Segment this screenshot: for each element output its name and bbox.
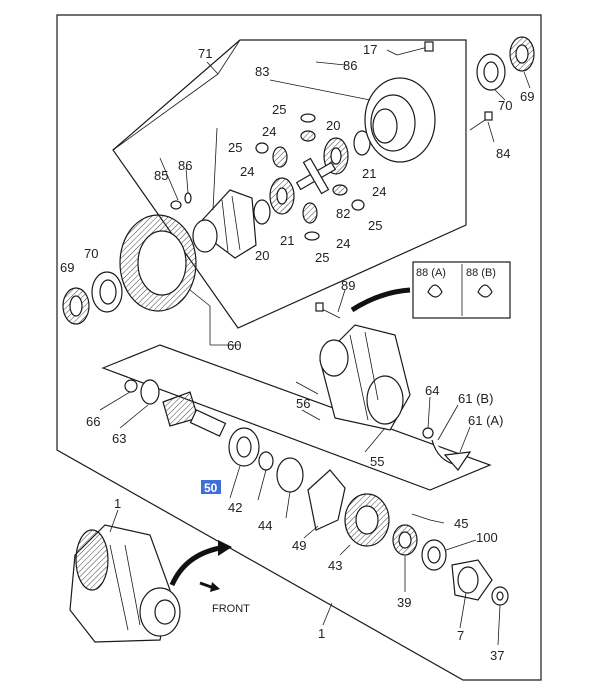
pinion-gear-24 [300, 130, 316, 142]
diff-case-flange [364, 77, 436, 163]
label-50: 50 [204, 481, 218, 495]
label-20-a: 20 [326, 118, 340, 133]
bolt-89 [315, 302, 341, 319]
label-70-right: 70 [498, 98, 512, 113]
label-21-b: 21 [280, 233, 294, 248]
washer-25b [255, 142, 269, 154]
label-20-b: 20 [255, 248, 269, 263]
pin-86 [184, 192, 192, 204]
gasket-49 [307, 469, 346, 531]
label-24-b: 24 [240, 164, 254, 179]
nut-37 [491, 586, 509, 606]
plate-88b [477, 284, 493, 298]
oring-44 [276, 457, 304, 493]
label-82: 82 [336, 206, 350, 221]
pin-85 [170, 200, 182, 210]
label-64: 64 [425, 383, 439, 398]
label-69-left: 69 [60, 260, 74, 275]
label-69-right: 69 [520, 89, 534, 104]
pinion-frame [101, 344, 492, 491]
differential-case-frame [112, 39, 467, 329]
leader-lines [99, 39, 531, 646]
label-43: 43 [328, 558, 342, 573]
nut-64 [422, 427, 434, 439]
right-bearing [476, 36, 535, 91]
label-49: 49 [292, 538, 306, 553]
bolt-17 [396, 41, 434, 56]
pinion-gear-24c [332, 184, 348, 196]
label-37: 37 [490, 648, 504, 663]
washer-25 [300, 113, 316, 123]
outer-frame [56, 14, 542, 681]
label-70-left: 70 [84, 246, 98, 261]
bearing-39 [392, 524, 418, 556]
label-39: 39 [397, 595, 411, 610]
label-83: 83 [255, 64, 269, 79]
label-60: 60 [227, 338, 241, 353]
label-45: 45 [454, 516, 468, 531]
label-24-c: 24 [372, 184, 386, 199]
carrier-housing [319, 324, 411, 431]
label-42: 42 [228, 500, 242, 515]
bolt-84 [469, 111, 493, 131]
label-71: 71 [198, 46, 212, 61]
label-24-a: 24 [262, 124, 276, 139]
label-21-a: 21 [362, 166, 376, 181]
bolt-45 [411, 513, 431, 521]
cross-shaft-82 [295, 157, 337, 195]
part-88-inset [412, 261, 511, 319]
label-25-d: 25 [315, 250, 329, 265]
spacer-42 [258, 451, 274, 471]
label-88a: 88 (A) [416, 267, 446, 279]
label-7: 7 [457, 628, 464, 643]
ring-gear [119, 214, 197, 312]
final-drive-assembly [69, 524, 181, 643]
label-61b: 61 (B) [458, 391, 493, 406]
flange-7 [451, 559, 493, 601]
left-bearing [62, 271, 123, 325]
label-25-c: 25 [368, 218, 382, 233]
top-arrow [350, 287, 411, 313]
pinion-retainer-43 [344, 493, 390, 547]
label-24-d: 24 [336, 236, 350, 251]
bearing-63 [140, 379, 160, 405]
washer-25c [351, 199, 365, 211]
label-25-b: 25 [228, 140, 242, 155]
label-1-bottom: 1 [318, 626, 325, 641]
label-88b: 88 (B) [466, 267, 496, 279]
label-86-top: 86 [343, 58, 357, 73]
label-100: 100 [476, 530, 498, 545]
label-66: 66 [86, 414, 100, 429]
assembly-arrow [169, 545, 221, 587]
label-89: 89 [341, 278, 355, 293]
label-25-a: 25 [272, 102, 286, 117]
front-label: FRONT [212, 603, 250, 615]
label-17: 17 [363, 42, 377, 57]
shim-66 [124, 379, 138, 393]
label-55: 55 [370, 454, 384, 469]
drive-pinion [162, 391, 227, 437]
diff-case-half [192, 189, 257, 259]
washer-20 [253, 199, 271, 225]
label-44: 44 [258, 518, 272, 533]
label-1-top: 1 [114, 496, 121, 511]
pinion-gear-24a [272, 146, 288, 168]
label-86-left: 86 [178, 158, 192, 173]
lock-plate-61a [443, 451, 472, 471]
washer-25d [304, 231, 320, 241]
label-84: 84 [496, 146, 510, 161]
highlight-part-50[interactable] [201, 480, 221, 494]
label-85: 85 [154, 168, 168, 183]
label-56: 56 [296, 396, 310, 411]
pinion-gear-24d [302, 202, 318, 224]
stud-56 [295, 381, 319, 395]
label-61a: 61 (A) [468, 413, 503, 428]
plate-88a [427, 284, 443, 298]
label-63: 63 [112, 431, 126, 446]
part-labels: 17 86 83 71 70 69 84 25 24 20 25 86 85 2… [60, 42, 534, 663]
seal-100 [421, 539, 447, 571]
